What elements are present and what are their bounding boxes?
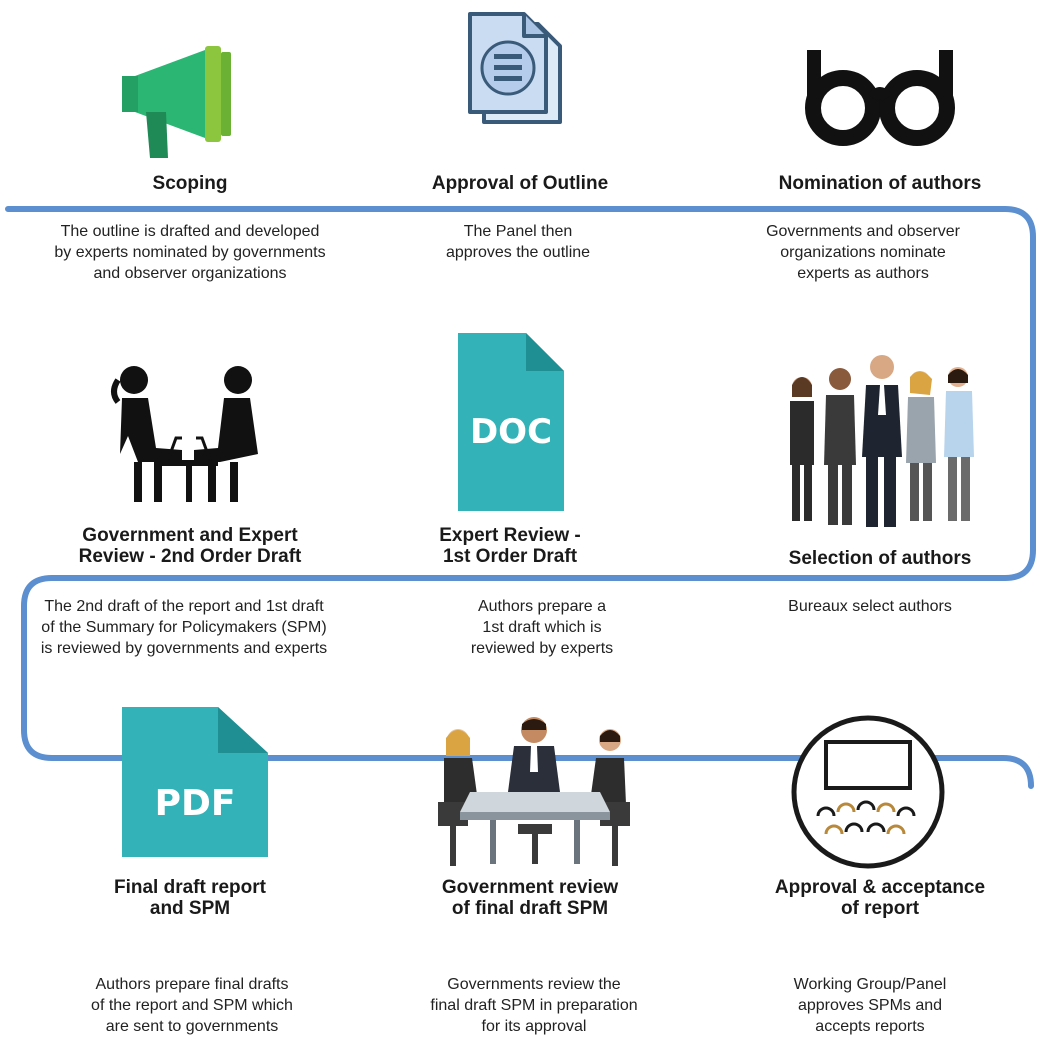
glasses-icon <box>805 42 955 152</box>
step-description-approval-acceptance: Working Group/Panel approves SPMs and ac… <box>793 976 947 1035</box>
step-description-selection-of-authors: Bureaux select authors <box>788 598 952 615</box>
step-title-government-review: Government review of final draft SPM <box>441 877 619 919</box>
document-icon <box>460 10 570 130</box>
people-group-icon <box>780 345 980 535</box>
step-description-government-expert-review: The 2nd draft of the report and 1st draf… <box>40 598 328 657</box>
step-description-nomination-of-authors: Governments and observer organizations n… <box>766 223 960 282</box>
step-description-scoping: The outline is drafted and developed by … <box>54 223 326 282</box>
conference-table-icon <box>430 712 640 872</box>
svg-text:PDF: PDF <box>155 783 236 824</box>
step-description-final-draft-report: Authors prepare final drafts of the repo… <box>91 976 293 1035</box>
step-title-final-draft-report: Final draft report and SPM <box>113 877 266 919</box>
pdf-file-icon: PDF <box>122 707 268 857</box>
step-title-expert-review: Expert Review - 1st Order Draft <box>439 525 581 567</box>
step-title-scoping: Scoping <box>152 173 228 194</box>
svg-text:DOC: DOC <box>470 412 552 452</box>
step-title-approval-of-outline: Approval of Outline <box>431 173 609 194</box>
doc-file-icon: DOC <box>458 333 564 511</box>
meeting-icon <box>98 358 278 508</box>
megaphone-icon <box>120 38 260 158</box>
step-title-approval-acceptance: Approval & acceptance of report <box>774 877 986 919</box>
step-description-approval-of-outline: The Panel then approves the outline <box>445 223 591 261</box>
step-title-selection-of-authors: Selection of authors <box>788 548 972 569</box>
step-description-expert-review: Authors prepare a 1st draft which is rev… <box>470 598 614 657</box>
step-title-government-expert-review: Government and Expert Review - 2nd Order… <box>78 525 302 567</box>
step-description-government-review: Governments review the final draft SPM i… <box>430 976 638 1035</box>
audience-icon <box>788 712 948 872</box>
step-title-nomination-of-authors: Nomination of authors <box>778 173 982 194</box>
